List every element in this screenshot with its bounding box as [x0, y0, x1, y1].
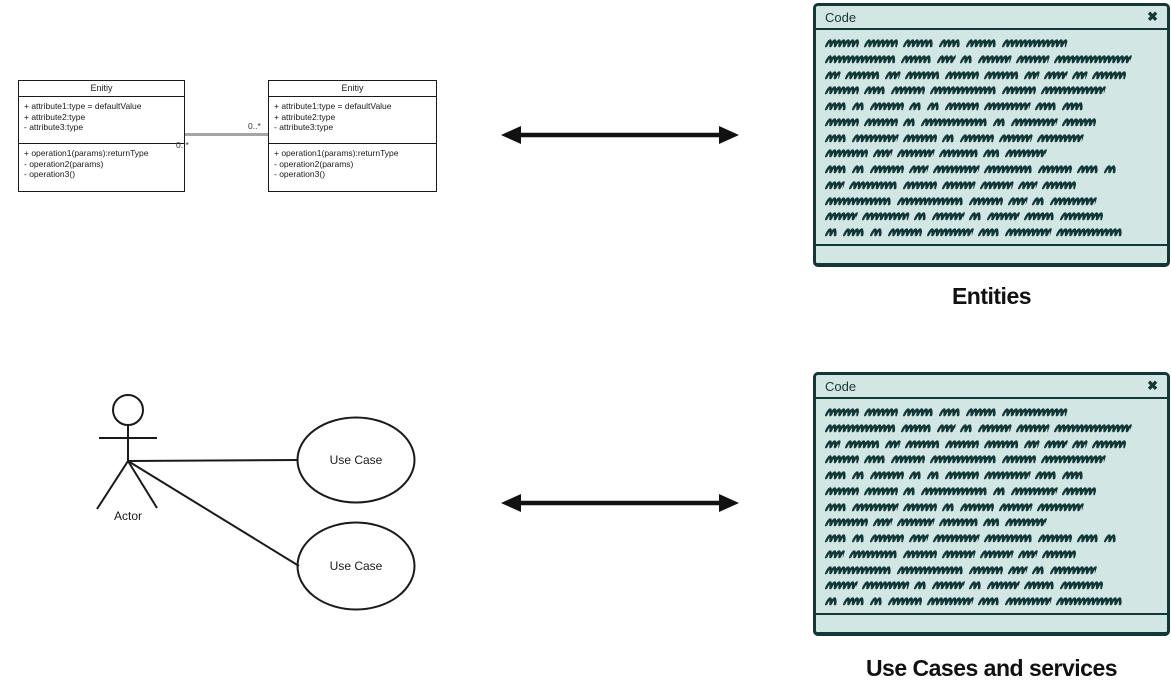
use-case-diagram: Actor Use Case Use Case: [96, 394, 416, 611]
uml-class-box: Enitiy + attribute1:type = defaultValue …: [18, 80, 185, 192]
close-icon[interactable]: ✖: [1147, 378, 1158, 393]
scribble-line: [824, 454, 1157, 464]
scribble-line: [824, 196, 1157, 206]
attribute-item: - attribute3:type: [24, 122, 84, 132]
scribble-line: [824, 117, 1157, 127]
scribble-line: [824, 517, 1157, 527]
actor-usecase-link: [127, 460, 300, 567]
window-title-bar: Code ✖: [816, 375, 1167, 399]
class-attributes: + attribute1:type = defaultValue + attri…: [19, 97, 184, 144]
scribble-line: [824, 549, 1157, 559]
scribble-line: [824, 486, 1157, 496]
attribute-item: + attribute2:type: [274, 111, 336, 122]
close-icon[interactable]: ✖: [1147, 9, 1158, 24]
class-operations: + operation1(params):returnType - operat…: [269, 144, 436, 180]
use-cases-caption: Use Cases and services: [865, 655, 1118, 681]
window-footer: [816, 613, 1167, 632]
scribble-line: [824, 533, 1157, 543]
use-case-ellipse: [296, 521, 416, 611]
scribble-line: [824, 180, 1157, 190]
operation-item: - operation3(): [274, 169, 326, 179]
scribble-line: [824, 148, 1157, 158]
scribble-line: [824, 565, 1157, 575]
scribble-line: [824, 101, 1157, 111]
actor-head: [112, 394, 144, 426]
window-title-bar: Code ✖: [816, 6, 1167, 30]
scribble-line: [824, 54, 1157, 64]
scribble-line: [824, 580, 1157, 590]
scribble-line: [824, 211, 1157, 221]
scribble-line: [824, 439, 1157, 449]
use-case-label: Use Case: [330, 453, 383, 467]
scribble-line: [824, 85, 1157, 95]
scribble-line: [824, 470, 1157, 480]
scribble-line: [824, 407, 1157, 417]
operation-item: - operation3(): [24, 169, 76, 179]
actor-leg-left: [96, 460, 129, 510]
scribble-line: [824, 596, 1157, 606]
operation-item: - operation2(params): [24, 158, 104, 169]
code-window-entities: Code ✖: [813, 3, 1170, 267]
bidirectional-arrow-icon: [501, 126, 739, 144]
attribute-item: + attribute2:type: [24, 111, 86, 122]
multiplicity-label-target: 0..*: [248, 121, 261, 131]
class-title: Enitiy: [269, 81, 436, 97]
use-case-ellipse: [296, 416, 416, 504]
association-line: [185, 133, 268, 136]
entities-caption: Entities: [951, 283, 1032, 309]
operation-item: - operation2(params): [274, 158, 354, 169]
use-case-label: Use Case: [330, 559, 383, 573]
scribble-line: [824, 227, 1157, 237]
window-title: Code: [825, 378, 857, 394]
class-title: Enitiy: [19, 81, 184, 97]
scribble-line: [824, 70, 1157, 80]
scribble-line: [824, 164, 1157, 174]
code-scribble-area: [816, 399, 1167, 613]
uml-class-box: Enitiy + attribute1:type = defaultValue …: [268, 80, 437, 192]
code-window-usecases: Code ✖: [813, 372, 1170, 636]
scribble-line: [824, 423, 1157, 433]
attribute-item: - attribute3:type: [274, 122, 334, 132]
scribble-line: [824, 38, 1157, 48]
scribble-line: [824, 502, 1157, 512]
bidirectional-arrow-icon: [501, 494, 739, 512]
multiplicity-label-source: 0..*: [176, 140, 189, 150]
window-title: Code: [825, 9, 857, 25]
attribute-item: + attribute1:type = defaultValue: [274, 101, 392, 111]
actor-label: Actor: [114, 509, 142, 523]
actor-usecase-link: [127, 459, 299, 462]
window-footer: [816, 244, 1167, 263]
class-operations: + operation1(params):returnType - operat…: [19, 144, 184, 180]
scribble-line: [824, 133, 1157, 143]
class-attributes: + attribute1:type = defaultValue + attri…: [269, 97, 436, 144]
attribute-item: + attribute1:type = defaultValue: [24, 101, 142, 111]
operation-item: + operation1(params):returnType: [24, 148, 149, 158]
operation-item: + operation1(params):returnType: [274, 148, 399, 158]
actor-leg-right: [127, 460, 158, 509]
code-scribble-area: [816, 30, 1167, 244]
